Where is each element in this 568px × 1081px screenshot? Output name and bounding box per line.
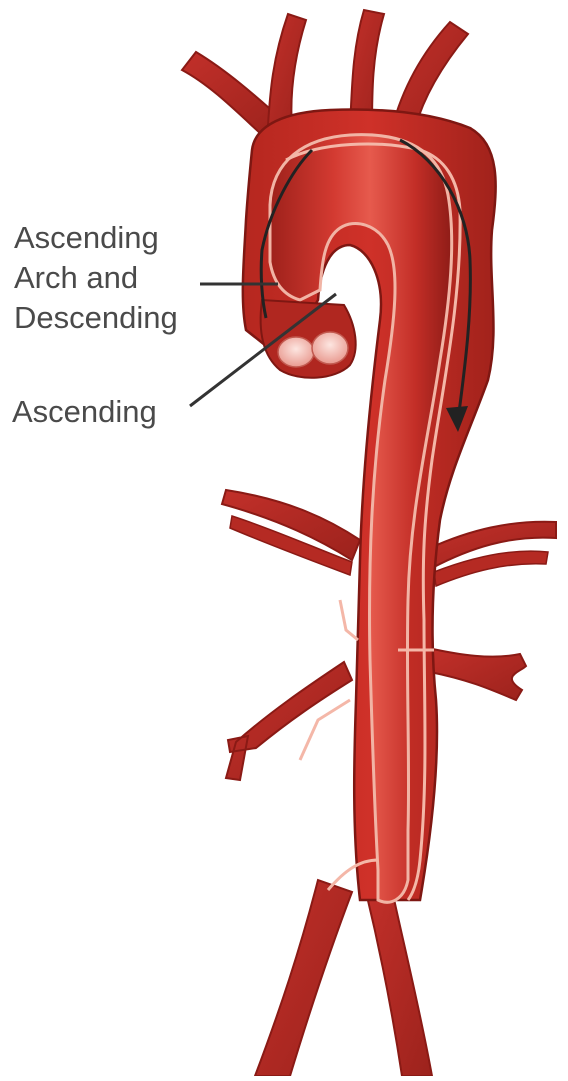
left-lower-branch (226, 662, 352, 780)
valve-leaflet-left (278, 337, 314, 367)
right-iliac-artery (255, 880, 352, 1076)
label-type-a-line-3: Descending (14, 298, 178, 338)
right-carotid-branch (268, 14, 306, 128)
valve-leaflet-right (312, 332, 348, 364)
label-type-a-line-1: Ascending (14, 218, 178, 258)
right-mid-branch (428, 648, 526, 700)
label-type-a-line-2: Arch and (14, 258, 178, 298)
label-type-a: Ascending Arch and Descending (14, 218, 178, 338)
left-iliac-artery (366, 890, 432, 1076)
label-type-b: Ascending (12, 392, 157, 432)
aortic-root (261, 300, 356, 378)
